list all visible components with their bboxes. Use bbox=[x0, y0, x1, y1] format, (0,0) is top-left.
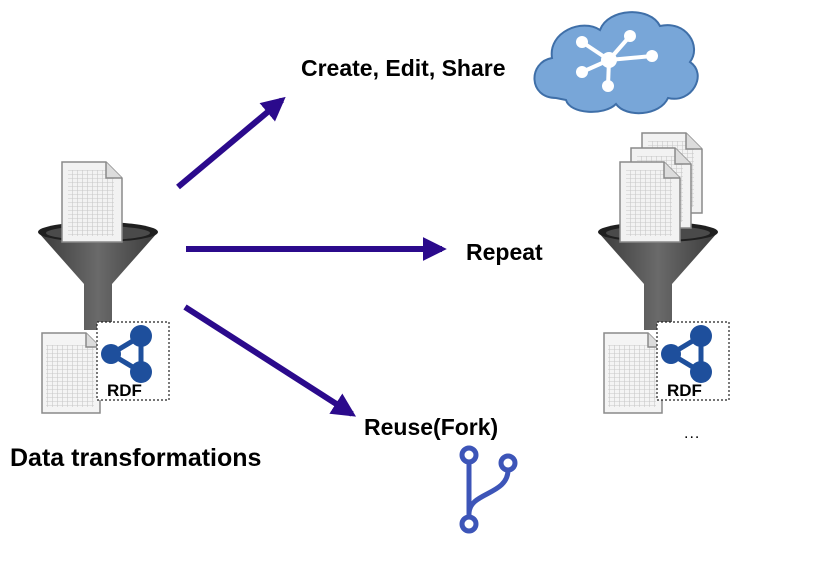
document-icon bbox=[61, 161, 123, 243]
document-stack-icon bbox=[619, 132, 703, 243]
repeat-label: Repeat bbox=[466, 239, 543, 265]
more-ellipsis: ... bbox=[684, 425, 701, 442]
reuse-fork-label: Reuse(Fork) bbox=[364, 414, 499, 440]
rdf-graph-icon bbox=[657, 322, 729, 400]
spreadsheet-icon bbox=[41, 332, 101, 414]
arrow-reuse bbox=[183, 304, 357, 417]
rdf-graph-icon bbox=[97, 322, 169, 400]
right-transformation-icon bbox=[598, 132, 729, 414]
document-icon bbox=[619, 161, 681, 243]
create-edit-share-label: Create, Edit, Share bbox=[301, 55, 506, 81]
arrow-create bbox=[176, 96, 286, 190]
left-transformation-icon bbox=[38, 161, 169, 414]
cloud-network-icon bbox=[533, 11, 699, 115]
data-transformations-label: Data transformations bbox=[10, 444, 262, 472]
arrows bbox=[176, 96, 447, 417]
spreadsheet-icon bbox=[603, 332, 663, 414]
fork-icon bbox=[459, 445, 518, 534]
